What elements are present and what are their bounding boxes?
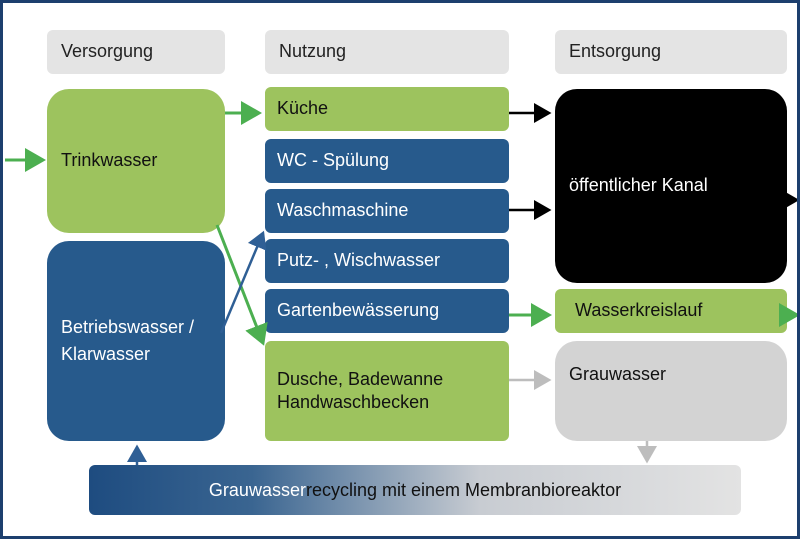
header-supply: Versorgung <box>47 30 225 74</box>
sink-greywater: Grauwasser <box>555 341 787 441</box>
recycling-label-part2: recycling mit einem Membranbioreaktor <box>305 479 622 500</box>
source-service-water: Betriebswasser / Klarwasser <box>47 241 225 441</box>
use-cleaning-water: Putz- , Wischwasser <box>265 239 509 283</box>
use-shower-line1: Dusche, Badewanne <box>277 368 444 389</box>
use-shower-bath: Dusche, Badewanne Handwaschbecken <box>265 341 509 441</box>
sink-public-sewer: öffentlicher Kanal <box>555 89 787 283</box>
use-toilet: WC - Spülung <box>265 139 509 183</box>
flow-arrows <box>5 101 797 465</box>
arrow-drinking-to-shower <box>215 224 268 346</box>
sink-water-cycle: Wasserkreislauf <box>555 289 787 333</box>
header-usage: Nutzung <box>265 30 509 74</box>
use-shower-line2: Handwaschbecken <box>277 392 430 412</box>
use-kitchen: Küche <box>265 87 509 131</box>
source-service-water-line2: Klarwasser <box>61 344 151 364</box>
use-washing-machine: Waschmaschine <box>265 189 509 233</box>
recycling-label-part1: Grauwasser <box>208 479 306 500</box>
source-drinking-water: Trinkwasser <box>47 89 225 233</box>
use-garden-irrigation: Gartenbewässerung <box>265 289 509 333</box>
header-disposal: Entsorgung <box>555 30 787 74</box>
arrow-service-to-washing <box>219 230 267 334</box>
source-service-water-line1: Betriebswasser / <box>61 316 195 337</box>
source-drinking-water-label: Trinkwasser <box>61 150 158 171</box>
